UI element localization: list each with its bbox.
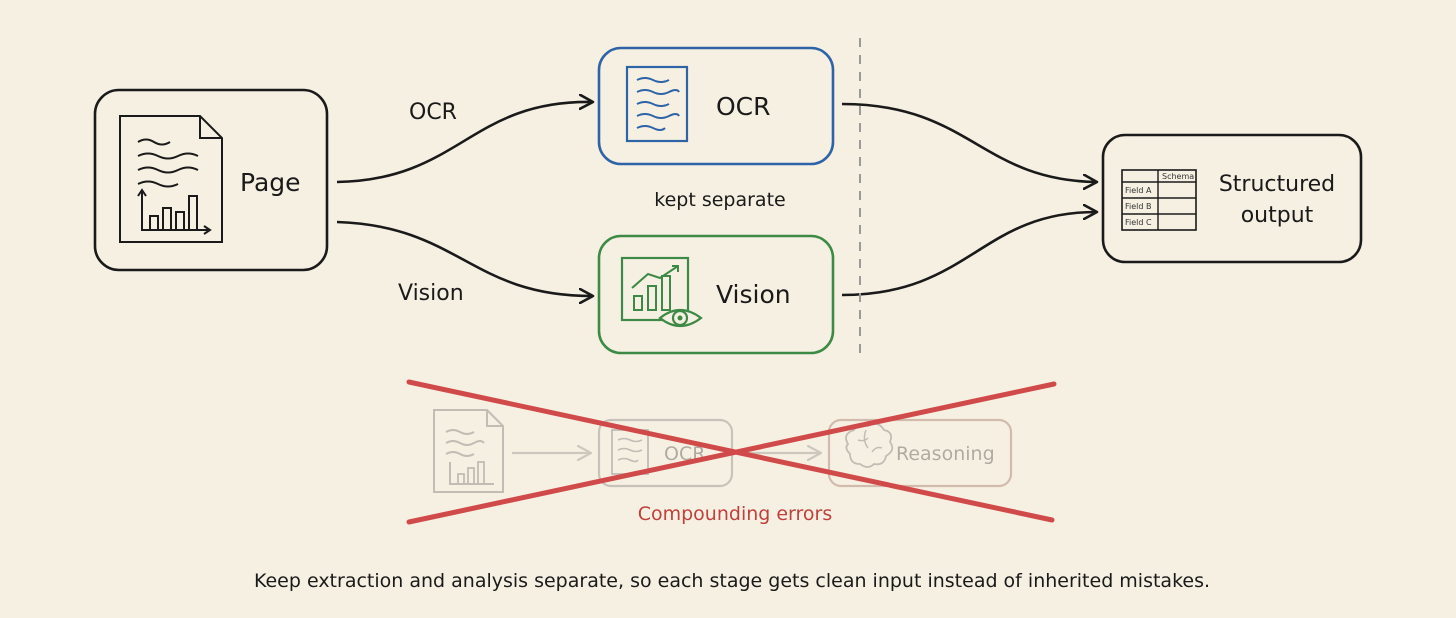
ocr-node-label: OCR xyxy=(716,92,771,121)
separator-caption: kept separate xyxy=(654,189,785,211)
ocr-node: OCR xyxy=(597,46,835,166)
edge-page-to-vision xyxy=(336,220,592,296)
brain-icon xyxy=(845,422,894,468)
chart-eye-icon xyxy=(620,256,703,328)
edge-ocr-to-output xyxy=(841,102,1096,182)
schema-table-icon: Schema Field A Field B Field C xyxy=(1121,169,1197,231)
output-label-line2: output xyxy=(1241,203,1314,228)
document-chart-icon xyxy=(119,115,223,243)
compounding-errors-caption: Compounding errors xyxy=(638,503,833,525)
vision-node-label: Vision xyxy=(716,280,791,309)
output-label-line1: Structured xyxy=(1219,172,1335,197)
faded-document-icon xyxy=(433,409,504,493)
edge-label-vision: Vision xyxy=(398,281,464,306)
faded-reasoning-box xyxy=(827,418,1013,488)
schema-row: Field A xyxy=(1125,186,1152,195)
structured-output-node: Schema Field A Field B Field C Structure… xyxy=(1101,133,1363,264)
schema-row: Field B xyxy=(1125,202,1152,211)
schema-header: Schema xyxy=(1162,172,1194,181)
edge-page-to-ocr xyxy=(336,102,592,184)
ocr-document-icon xyxy=(625,65,689,143)
figure-caption: Keep extraction and analysis separate, s… xyxy=(254,570,1210,592)
edge-vision-to-output xyxy=(841,212,1096,297)
vision-node: Vision xyxy=(597,234,835,355)
red-cross-line-2 xyxy=(406,381,1057,525)
faded-reasoning-label: Reasoning xyxy=(896,443,995,465)
faded-ocr-doc-icon xyxy=(611,429,649,475)
page-label: Page xyxy=(240,168,301,197)
schema-row: Field C xyxy=(1125,218,1152,227)
edge-label-ocr: OCR xyxy=(409,100,457,125)
page-node: Page xyxy=(93,88,329,272)
